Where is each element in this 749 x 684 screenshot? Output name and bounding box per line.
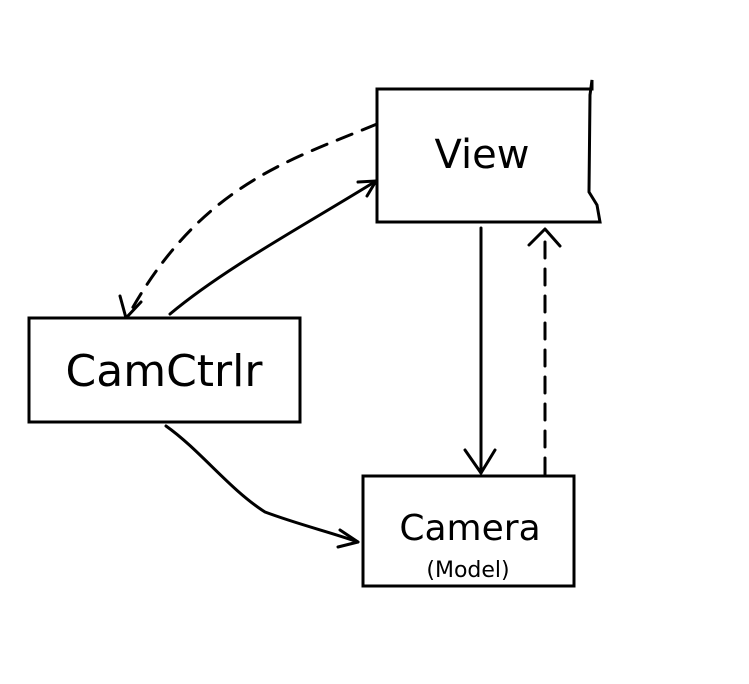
- view-label: View: [435, 132, 530, 178]
- edge-camctrlr-to-camera: [164, 424, 360, 549]
- edge-camctrlr-to-view: [168, 179, 378, 316]
- camctrlr-label: CamCtrlr: [66, 346, 264, 397]
- arrowhead: [527, 227, 562, 248]
- camera-box: [361, 474, 576, 588]
- camctrlr-node: CamCtrlr: [27, 316, 302, 424]
- arrowhead: [463, 448, 497, 475]
- edge-view-to-camctrlr: [118, 122, 379, 320]
- edge-view-to-camera: [463, 226, 497, 475]
- arrowhead: [118, 294, 143, 320]
- camctrlr-box: [27, 316, 302, 424]
- view-box: [375, 79, 602, 224]
- edge-camera-to-view: [527, 227, 562, 476]
- camera-sublabel: (Model): [426, 558, 509, 583]
- arrowhead: [336, 528, 360, 549]
- camera-node: Camera (Model): [361, 474, 576, 588]
- arrowhead: [356, 179, 378, 198]
- camera-label: Camera: [399, 508, 540, 549]
- view-node: View: [375, 79, 602, 224]
